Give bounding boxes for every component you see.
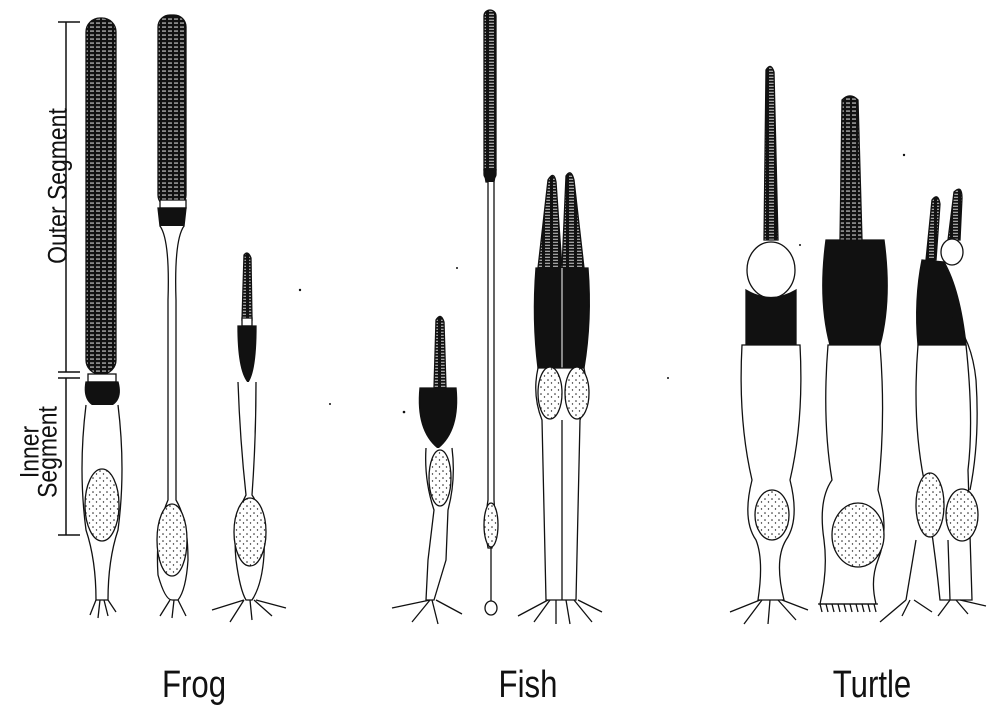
group-label-fish: Fish — [462, 664, 593, 707]
turtle-rod-cell — [818, 96, 887, 612]
speck-marks — [299, 154, 905, 414]
group-label-frog: Frog — [128, 664, 259, 707]
turtle-double-cone-cell — [880, 189, 986, 622]
group-label-turtle: Turtle — [806, 664, 937, 707]
inner-segment-label-line2: Segment — [35, 406, 62, 498]
frog-rod-cell-2 — [157, 15, 188, 618]
fish-rod-cell — [484, 10, 498, 615]
turtle-cone-cell-1 — [730, 66, 808, 624]
outer-segment-label: Outer Segment — [45, 108, 72, 264]
frog-rod-cell-1 — [82, 18, 122, 618]
fish-cone-cell-1 — [392, 316, 462, 624]
fish-double-cone-cell — [518, 173, 602, 624]
frog-cone-cell — [212, 253, 286, 622]
